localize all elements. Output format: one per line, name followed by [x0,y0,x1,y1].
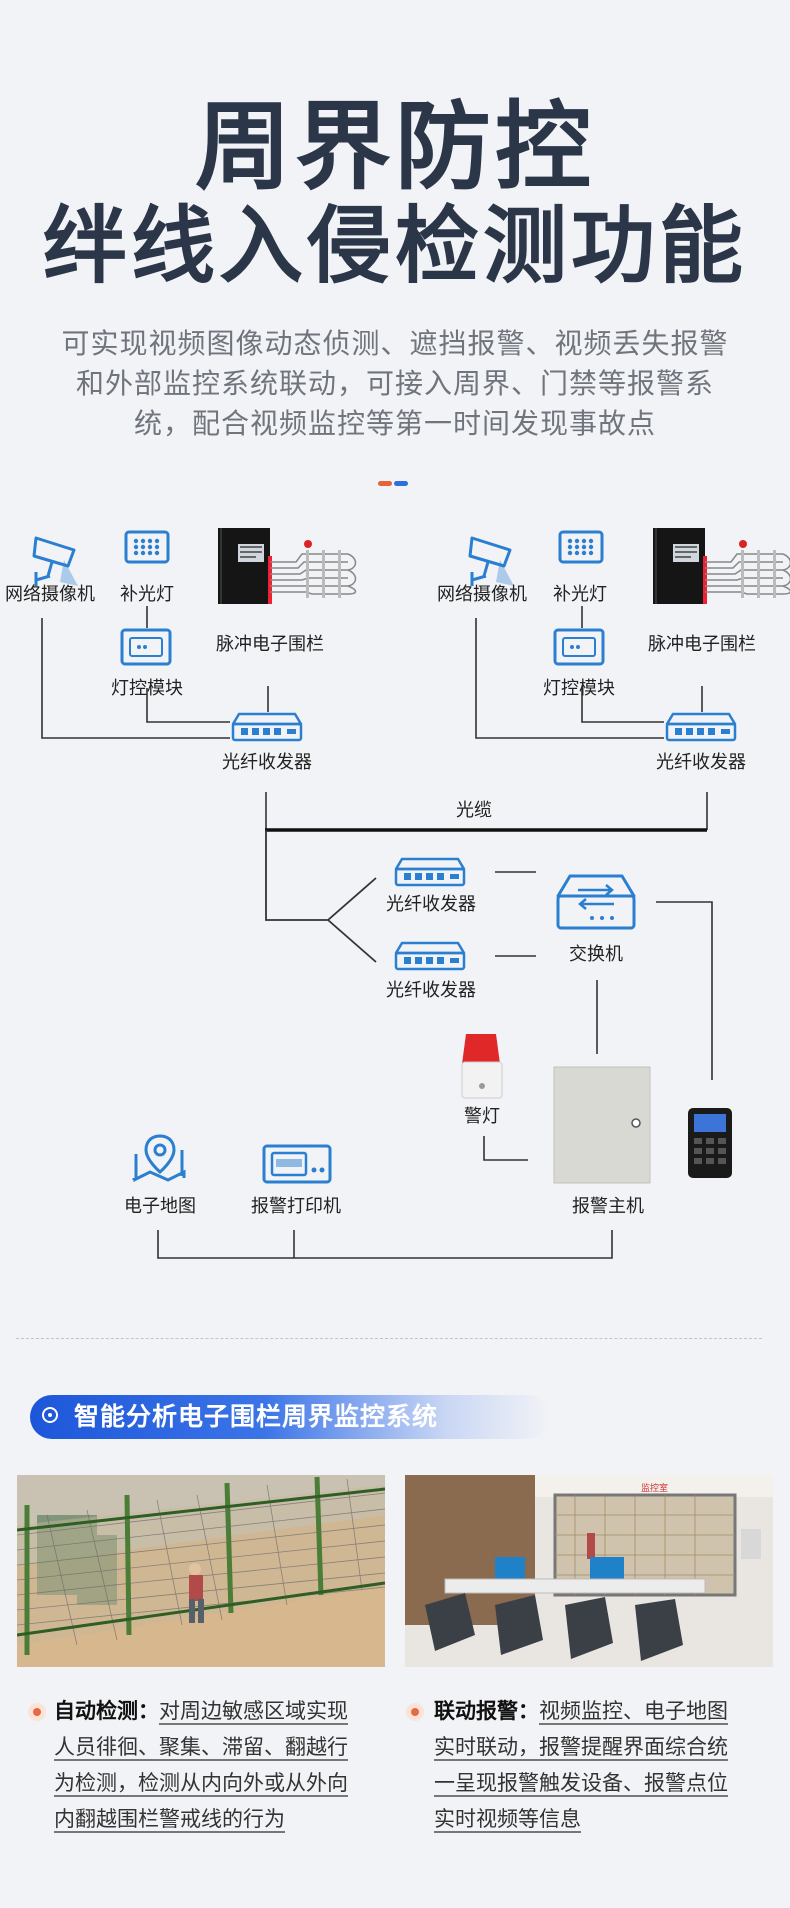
feature-linked-alarm-title: 联动报警： [434,1699,539,1723]
label-fill-light-left: 补光灯 [120,584,174,605]
label-switch: 交换机 [569,944,623,965]
pulse-fence-icon [652,527,790,605]
pagination-dots [378,471,410,490]
label-alarm-light: 警灯 [464,1106,500,1127]
label-alarm-host: 报警主机 [572,1196,644,1217]
section-banner-title: 智能分析电子围栏周界监控系统 [74,1402,439,1431]
feature-linked-alarm-line-3: 一呈现报警触发设备、报警点位 [434,1771,728,1795]
feature-auto-detect-line-2: 人员徘徊、聚集、滞留、翻越行 [54,1735,348,1759]
section-banner: 智能分析电子围栏周界监控系统 [30,1395,550,1439]
label-camera-right: 网络摄像机 [437,584,527,605]
feature-auto-detect-line-4: 内翻越围栏警戒线的行为 [54,1807,285,1831]
fill-light-icon [558,530,604,564]
feature-linked-alarm: 联动报警：视频监控、电子地图 实时联动，报警提醒界面综合统 一呈现报警触发设备、… [434,1693,754,1837]
fiber-transceiver-icon [665,712,737,742]
light-module-icon [553,628,605,666]
feature-auto-detect: 自动检测：对周边敏感区域实现 人员徘徊、聚集、滞留、翻越行 为检测，检测从内向外… [54,1693,374,1837]
label-fiber-cable: 光缆 [456,800,492,821]
control-room-sign: 监控室 [641,1482,668,1494]
keypad-icon [688,1108,732,1178]
photo-control-room: 监控室 [405,1475,773,1667]
network-diagram [32,527,790,1259]
feature-linked-alarm-line-2: 实时联动，报警提醒界面综合统 [434,1735,728,1759]
label-pulse-fence-right: 脉冲电子围栏 [648,634,756,655]
label-transceiver-left: 光纤收发器 [222,752,312,773]
bullet-icon [28,1703,46,1721]
target-dot-icon [42,1407,58,1423]
page-title: 周界防控 [195,91,595,203]
map-pin-icon [132,1134,186,1182]
label-alarm-printer: 报警打印机 [251,1196,341,1217]
fiber-transceiver-icon [231,712,303,742]
fiber-transceiver-icon [394,857,466,887]
feature-linked-alarm-line-1: 视频监控、电子地图 [539,1699,728,1723]
feature-auto-detect-title: 自动检测： [54,1699,159,1723]
photo-fence-scene [17,1475,385,1667]
page-subtitle-title: 绊线入侵检测功能 [42,197,747,295]
camera-icon [32,536,80,588]
pulse-fence-icon [217,527,357,605]
description-line-1: 可实现视频图像动态侦测、遮挡报警、视频丢失报警 [61,327,729,360]
dot-orange [378,481,392,486]
bullet-icon [406,1703,424,1721]
feature-auto-detect-line-1: 对周边敏感区域实现 [159,1699,348,1723]
section-divider [16,1338,762,1339]
light-module-icon [120,628,172,666]
dot-blue [394,481,408,486]
feature-linked-alarm-line-4: 实时视频等信息 [434,1807,581,1831]
description-line-3: 统，配合视频监控等第一时间发现事故点 [133,407,656,440]
alarm-light-icon [461,1034,503,1099]
switch-icon [556,874,636,930]
person-figure [189,1563,204,1623]
fill-light-icon [124,530,170,564]
label-e-map: 电子地图 [124,1196,196,1217]
label-pulse-fence-left: 脉冲电子围栏 [216,634,324,655]
description-line-2: 和外部监控系统联动，可接入周界、门禁等报警系 [75,367,714,400]
camera-icon [468,536,516,588]
label-center-transceiver-1: 光纤收发器 [386,894,476,915]
label-camera-left: 网络摄像机 [5,584,95,605]
feature-auto-detect-line-3: 为检测，检测从内向外或从外向 [54,1771,348,1795]
label-transceiver-right: 光纤收发器 [656,752,746,773]
fiber-transceiver-icon [394,941,466,971]
label-light-module-right: 灯控模块 [543,678,615,699]
printer-icon [262,1144,332,1184]
label-light-module-left: 灯控模块 [111,678,183,699]
label-fill-light-right: 补光灯 [553,584,607,605]
alarm-host-icon [553,1066,651,1184]
label-center-transceiver-2: 光纤收发器 [386,980,476,1001]
